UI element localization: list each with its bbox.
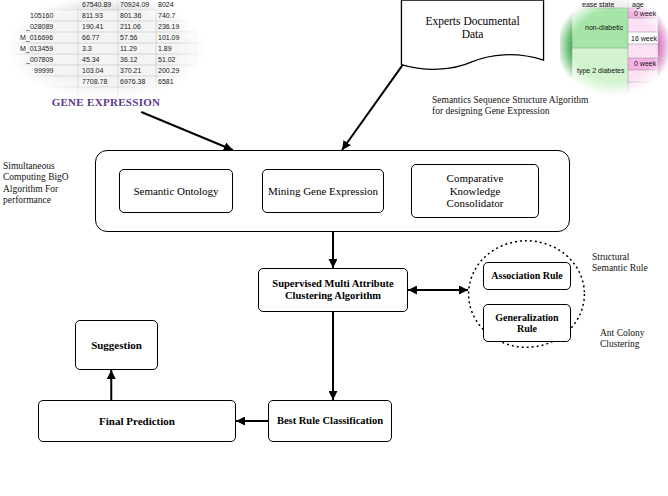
table-cell: 7708.78 (82, 78, 107, 85)
process-box: Best Rule Classification (268, 400, 392, 442)
table-cell: 740.7 (158, 12, 176, 19)
shape-outline (401, 0, 543, 69)
table-cell: ease state (582, 1, 614, 8)
table-cell: 105160 (30, 12, 53, 19)
table-cell: _007809 (26, 56, 53, 63)
table-cell: M_016696 (20, 34, 53, 41)
table-cell: 45.34 (82, 56, 100, 63)
rule-box: Generalization Rule (483, 304, 571, 342)
flow-arrow (408, 289, 468, 291)
process-box: Final Prediction (38, 400, 236, 442)
shape-outline (469, 241, 585, 347)
table-cell: 6976.38 (120, 78, 145, 85)
rule-box: Association Rule (483, 262, 571, 290)
cluster-circle: Structural Semantic RuleAnt Colony Clust… (468, 240, 585, 348)
image-fade (556, 0, 668, 96)
table-cell: 801.36 (120, 12, 141, 19)
process-box: Semantic Ontology (119, 169, 233, 213)
box-label: Semantic Ontology (133, 185, 218, 198)
process-box: Supervised Multi Attribute Clustering Al… (258, 268, 408, 312)
table-cell: 1.89 (158, 45, 172, 52)
box-label: Best Rule Classification (277, 415, 383, 427)
table-cell: 811.93 (82, 12, 103, 19)
flow-arrow (110, 370, 112, 400)
flow-arrow (342, 65, 403, 150)
flow-arrow (332, 232, 334, 268)
document-shape: Experts Documental Data (400, 0, 545, 72)
table-cell: 8024 (158, 1, 174, 8)
flow-arrow (332, 312, 334, 400)
table-cell: 51.02 (158, 56, 176, 63)
table-cell: 16 week (631, 35, 657, 42)
box-label: Experts Documental Data (423, 15, 523, 41)
box-label: Mining Gene Expression (268, 185, 378, 198)
table-cell: 211.06 (120, 23, 141, 30)
table-cell: 11.29 (120, 45, 137, 52)
outer-label: Ant Colony Clustering (600, 328, 666, 351)
process-box: Mining Gene Expression (262, 169, 384, 213)
table-cell: 99999 (34, 67, 53, 74)
table-cell: 190.41 (82, 23, 103, 30)
process-group: Simultaneous Computing BigO Algorithm Fo… (95, 150, 570, 232)
table-cell: 200.29 (158, 67, 179, 74)
table-cell: age (632, 1, 644, 8)
table-cell: 3.3 (82, 45, 92, 52)
box-label: Association Rule (491, 270, 562, 282)
outer-label: GENE EXPRESSION (30, 96, 182, 109)
table-cell: 6581 (158, 78, 174, 85)
outer-label: Simultaneous Computing BigO Algorithm Fo… (3, 161, 92, 207)
flow-arrow (141, 112, 232, 150)
table-cell: 103.04 (82, 67, 103, 74)
box-label: Final Prediction (99, 415, 175, 428)
process-box: Comparative Knowledge Consolidator (411, 164, 539, 218)
box-label: Comparative Knowledge Consolidator (435, 172, 515, 210)
table-cell: M_013459 (20, 45, 53, 52)
box-label: Supervised Multi Attribute Clustering Al… (264, 278, 402, 302)
flow-arrow (236, 420, 268, 422)
table-cell: non-diabetic (585, 24, 623, 31)
table-cell: 370.21 (120, 67, 141, 74)
box-label: Generalization Rule (491, 312, 563, 335)
table-cell: 67540.89 (82, 1, 111, 8)
table-cell: 0 week (634, 60, 656, 67)
table-cell: type 2 diabetes (577, 67, 624, 74)
table-cell: 66.77 (82, 34, 100, 41)
table-cell: 36.12 (120, 56, 138, 63)
dataset-table (556, 0, 668, 96)
table-cell: 101.09 (158, 34, 179, 41)
box-label: Suggestion (91, 339, 142, 352)
table-cell: _028089 (26, 23, 53, 30)
table-cell: 0 week (634, 10, 656, 17)
annotation-text: Semantics Sequence Structure Algorithm f… (432, 95, 592, 118)
table-cell: 70924.09 (120, 1, 149, 8)
table-cell: 236.19 (158, 23, 179, 30)
table-cell: 57.56 (120, 34, 138, 41)
outer-label: Structural Semantic Rule (592, 252, 667, 275)
process-box: Suggestion (75, 320, 158, 370)
